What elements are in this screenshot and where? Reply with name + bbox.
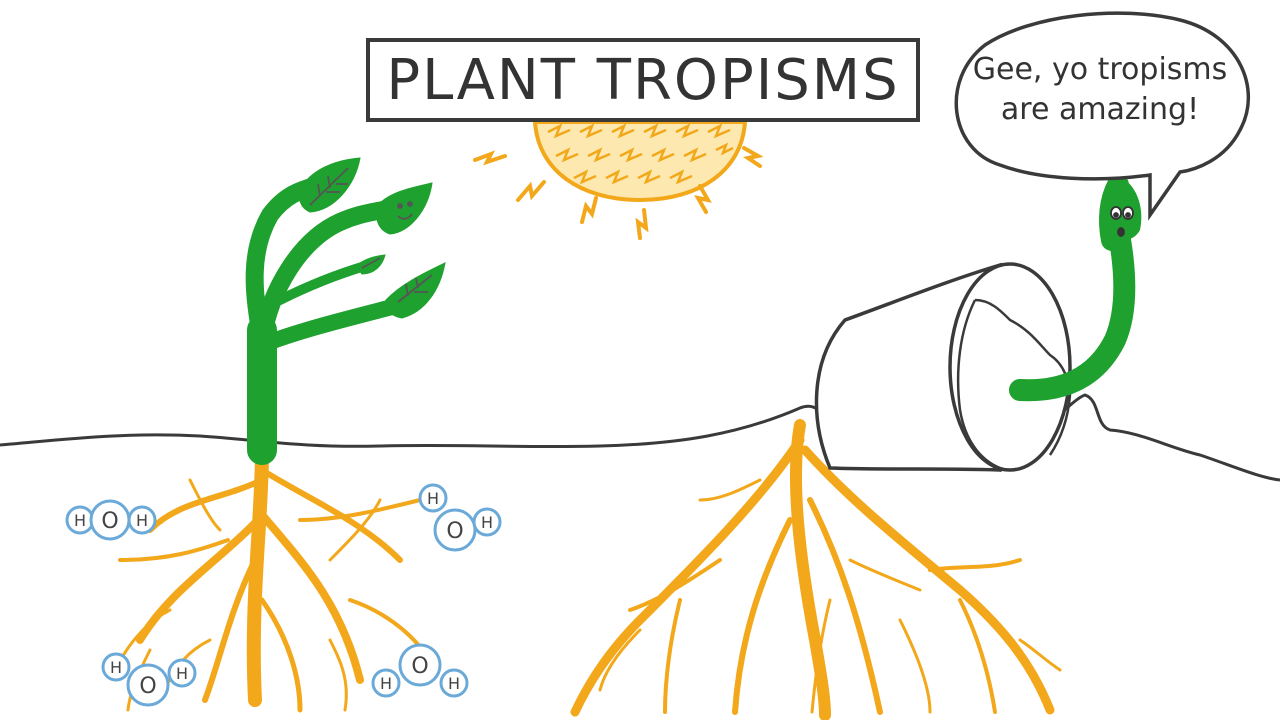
title-box: Plant Tropisms — [366, 38, 920, 122]
oxygen-label: O — [139, 674, 156, 699]
page-title: Plant Tropisms — [386, 47, 900, 113]
hydrogen-label: H — [110, 658, 122, 677]
oxygen-label: O — [446, 519, 463, 544]
hydrogen-label: H — [481, 513, 493, 532]
hydrogen-label: H — [380, 674, 392, 693]
ground-line — [0, 404, 832, 449]
left-plant-stem — [245, 176, 408, 465]
speech-bubble-icon — [954, 11, 1251, 221]
speech-line-1: Gee, yo tropisms — [972, 52, 1228, 87]
oxygen-label: O — [411, 654, 428, 679]
hydrogen-label: H — [176, 664, 188, 683]
speech-line-2: are amazing! — [1000, 92, 1200, 127]
water-molecule-icon: H O H — [371, 643, 469, 698]
water-molecule-icon: H O H — [418, 483, 502, 552]
leaf-veins — [309, 167, 433, 303]
plant-face — [1110, 206, 1134, 237]
right-plant-roots — [570, 419, 1062, 720]
pot-icon — [814, 262, 1072, 472]
hydrogen-label: H — [136, 511, 148, 530]
oxygen-label: O — [101, 509, 118, 534]
left-plant-roots — [113, 443, 432, 713]
speech-bubble-text: Gee, yo tropisms are amazing! — [955, 50, 1245, 130]
hydrogen-label: H — [74, 511, 86, 530]
sun-icon — [473, 120, 764, 240]
water-molecule-icon: H O H — [65, 499, 157, 541]
hydrogen-label: H — [448, 674, 460, 693]
hydrogen-label: H — [427, 489, 439, 508]
water-molecule-icon: H O H — [101, 652, 197, 707]
